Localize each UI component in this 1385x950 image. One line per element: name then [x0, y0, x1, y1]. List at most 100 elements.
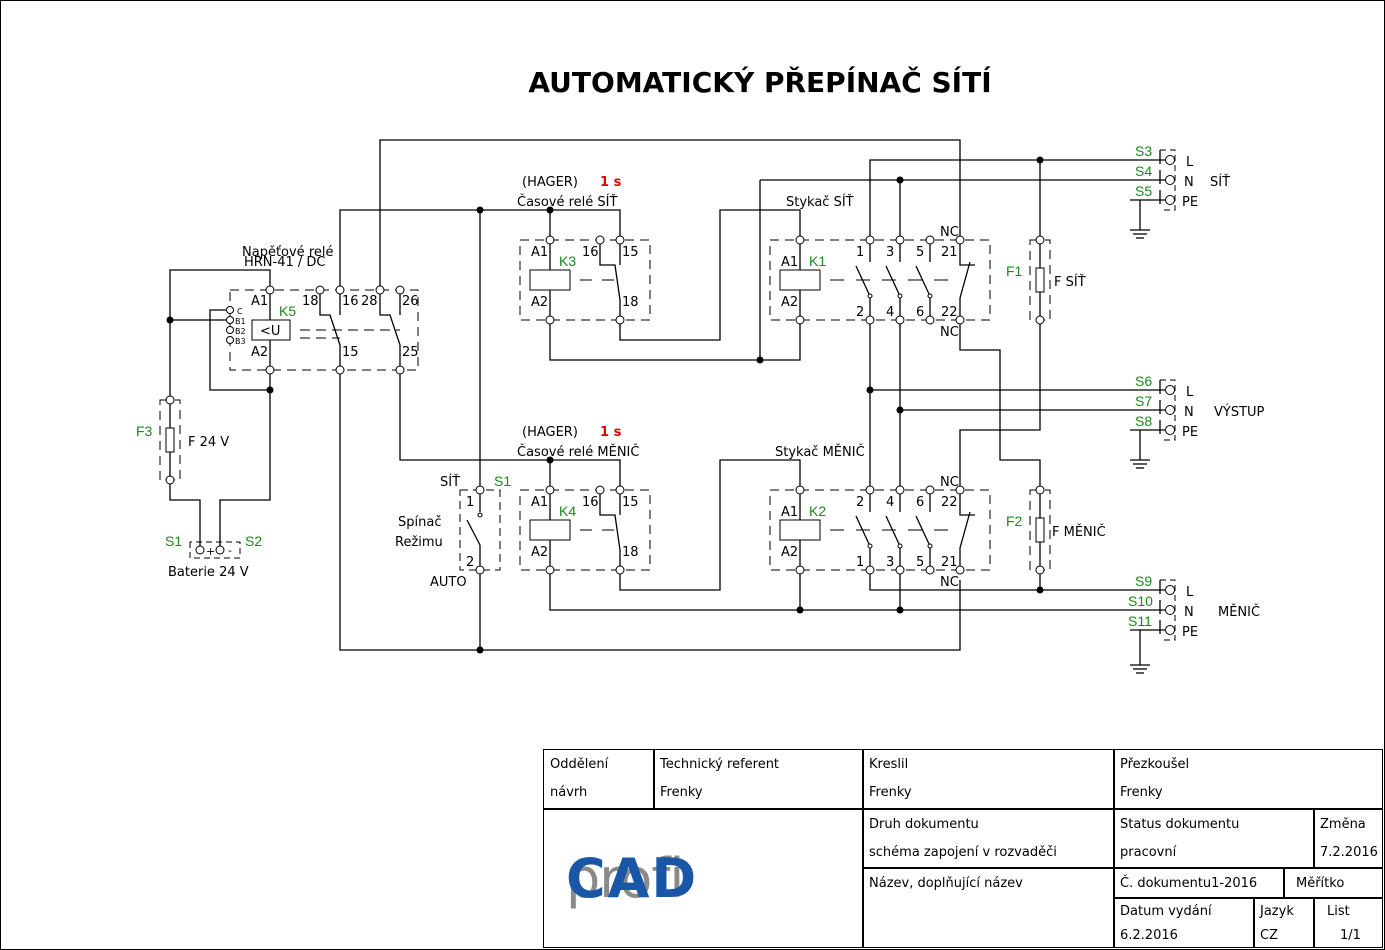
k5-model: HRN-41 / DC [244, 255, 326, 270]
k5-pin-15: 15 [342, 345, 359, 360]
contactor-k1[interactable]: Stykač SÍŤ K1 A1 A2 1 3 5 21 2 4 6 22 NC… [769, 194, 991, 340]
terminal-ref-s10: S10 [1128, 593, 1153, 609]
tech-ref-value: Frenky [660, 785, 703, 800]
k3-pin-15: 15 [622, 245, 639, 260]
terminal-block-sit[interactable]: S3 S4 S5 L N PE SÍŤ [1130, 143, 1230, 211]
wires [169, 139, 1141, 665]
k1-pin-3: 3 [886, 245, 894, 260]
fuse-f2[interactable]: F2 F MĚNIČ [1006, 485, 1106, 575]
k3-pin-a2: A2 [531, 295, 548, 310]
issue-date-value: 6.2.2016 [1120, 928, 1178, 943]
battery-plus-ref: S1 [165, 533, 182, 549]
k2-pin-22: 22 [941, 495, 958, 510]
f3-ref: F3 [136, 423, 153, 439]
doc-type-value: schéma zapojení v rozvaděči [869, 845, 1057, 860]
terminal-ref-s5: S5 [1135, 183, 1152, 199]
battery-minus: - [228, 544, 232, 557]
cell-issue-date: Datum vydání 6.2.2016 [1113, 897, 1255, 948]
k4-pin-16: 16 [582, 495, 599, 510]
doc-type-label: Druh dokumentu [869, 817, 979, 832]
k2-pin-2: 2 [856, 495, 864, 510]
voltage-relay-k5[interactable]: <U Napěťové relé HRN-41 / DC K5 A1 A2 18… [226, 245, 419, 375]
k1-name: Stykač SÍŤ [786, 194, 854, 210]
f2-ref: F2 [1006, 513, 1023, 529]
k5-pin-a2: A2 [251, 345, 268, 360]
status-label: Status dokumentu [1120, 817, 1240, 832]
terminal-block-menic-name: MĚNIČ [1218, 604, 1260, 620]
cell-language: Jazyk CZ [1253, 897, 1315, 948]
cell-drawn: Kreslil Frenky [862, 749, 1115, 810]
battery-name: Baterie 24 V [168, 565, 249, 580]
cell-department: Oddělení návrh [543, 749, 655, 810]
battery[interactable]: + - S1 S2 Baterie 24 V [165, 533, 262, 580]
terminal-ref-s6: S6 [1135, 373, 1152, 389]
fuse-f1[interactable]: F1 F SÍŤ [1006, 235, 1086, 325]
battery-minus-ref: S2 [245, 533, 262, 549]
scale-label: Měřítko [1296, 876, 1345, 891]
terminal-label-l: L [1186, 585, 1194, 600]
k4-pin-15: 15 [622, 495, 639, 510]
k4-pin-a2: A2 [531, 545, 548, 560]
terminal-label-pe: PE [1182, 625, 1198, 640]
s1-pos-auto: AUTO [430, 575, 467, 590]
doc-number: Č. dokumentu1-2016 [1120, 876, 1258, 891]
k5-ref: K5 [279, 303, 296, 319]
s1-name-2: Režimu [395, 535, 443, 550]
k3-brand: (HAGER) [522, 175, 578, 190]
ground-icon [1130, 229, 1150, 239]
k5-pin-16: 16 [342, 294, 359, 309]
cell-change: Změna 7.2.2016 [1313, 808, 1383, 869]
f1-ref: F1 [1006, 263, 1023, 279]
terminal-label-l: L [1186, 385, 1194, 400]
status-value: pracovní [1120, 845, 1177, 860]
f2-name: F MĚNIČ [1052, 524, 1106, 540]
s1-name-1: Spínač [398, 515, 441, 530]
k5-pin-25: 25 [402, 345, 419, 360]
checked-label: Přezkoušel [1120, 757, 1190, 772]
battery-plus: + [206, 545, 215, 558]
fuse-f3[interactable]: F3 F 24 V [136, 395, 229, 485]
department-label: Oddělení [550, 757, 609, 772]
timer-relay-k3[interactable]: (HAGER) 1 s Časové relé SÍŤ K3 A1 A2 16 … [517, 175, 651, 325]
change-label: Změna [1320, 817, 1366, 832]
cell-doc-type: Druh dokumentu schéma zapojení v rozvadě… [862, 808, 1115, 869]
k5-pin-26: 26 [402, 294, 419, 309]
k5-pin-28: 28 [361, 294, 378, 309]
k1-pin-6: 6 [916, 305, 924, 320]
terminal-block-menic[interactable]: S9 S10 S11 L N PE MĚNIČ [1128, 573, 1260, 641]
contactor-k2[interactable]: Stykač MĚNIČ K2 A1 A2 2 4 6 22 1 3 5 21 … [769, 444, 991, 590]
mode-switch-s1[interactable]: 1 2 SÍŤ S1 Spínač Režimu AUTO [395, 473, 511, 590]
department-value: návrh [550, 785, 588, 800]
k2-pin-6: 6 [916, 495, 924, 510]
k2-ref: K2 [809, 503, 826, 519]
s1-pos-sit: SÍŤ [440, 474, 460, 490]
terminal-block-vystup[interactable]: S6 S7 S8 L N PE VÝSTUP [1130, 373, 1265, 441]
k2-pin-a1: A1 [781, 505, 798, 520]
k4-delay: 1 s [600, 425, 622, 440]
language-value: CZ [1260, 928, 1278, 943]
drawing-title: AUTOMATICKÝ PŘEPÍNAČ SÍTÍ [528, 65, 991, 99]
terminal-ref-s7: S7 [1135, 393, 1152, 409]
k5-name: Napěťové relé [242, 245, 333, 260]
tech-ref-label: Technický referent [660, 757, 780, 772]
f3-name: F 24 V [188, 435, 229, 450]
cell-name: Název, doplňující název [862, 867, 1115, 948]
terminal-label-pe: PE [1182, 425, 1198, 440]
timer-relay-k4[interactable]: (HAGER) 1 s Časové relé MĚNIČ K4 A1 A2 1… [517, 425, 651, 575]
logo-text-profi: profi [566, 847, 684, 910]
k5-symbol: <U [260, 324, 280, 339]
issue-date-label: Datum vydání [1120, 904, 1212, 919]
terminal-label-n: N [1184, 605, 1194, 620]
checked-value: Frenky [1120, 785, 1163, 800]
k1-pin-22: 22 [941, 305, 958, 320]
junction-dots [166, 156, 1044, 654]
terminal-label-n: N [1184, 175, 1194, 190]
k3-pin-16: 16 [582, 245, 599, 260]
k3-ref: K3 [559, 253, 576, 269]
k5-input-b1: B1 [235, 317, 246, 326]
k4-name: Časové relé MĚNIČ [517, 444, 639, 460]
drawn-label: Kreslil [869, 757, 909, 772]
k5-input-c: C [237, 307, 243, 316]
terminal-ref-s8: S8 [1135, 413, 1152, 429]
